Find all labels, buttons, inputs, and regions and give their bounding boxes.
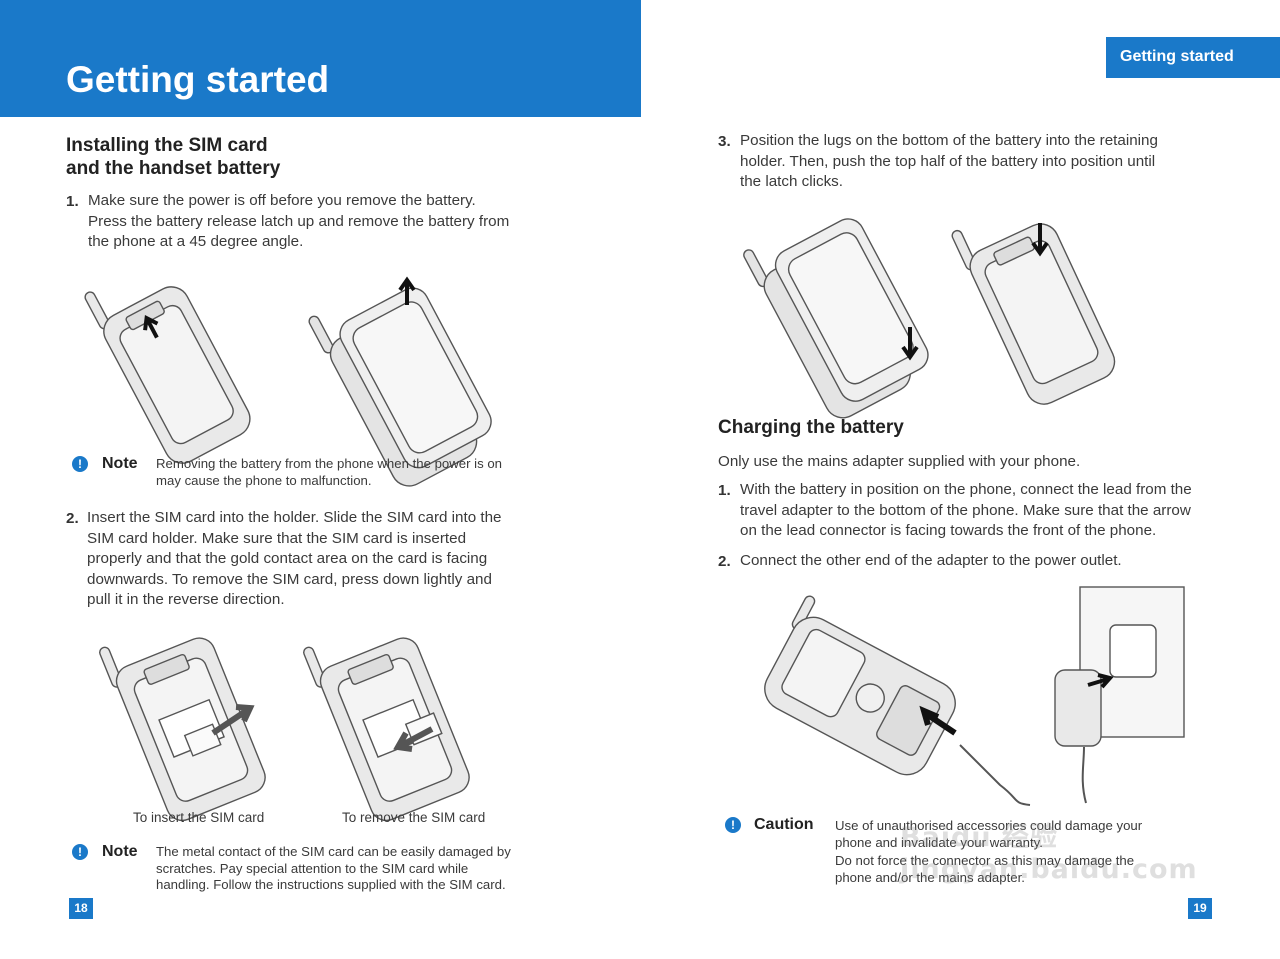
- text-line: scratches. Pay special attention to the …: [156, 860, 469, 876]
- battery-insert-illustration-2: [951, 223, 1116, 405]
- text-line: With the battery in position on the phon…: [740, 481, 1192, 498]
- step-number: 3.: [718, 133, 731, 150]
- text-line: the phone at a 45 degree angle.: [88, 233, 304, 250]
- page-number-left: 18: [69, 898, 93, 919]
- caution-text: Use of unauthorised accessories could da…: [835, 818, 1142, 886]
- note-label: Note: [102, 843, 138, 860]
- charging-intro: Only use the mains adapter supplied with…: [718, 453, 1081, 470]
- battery-insert-illustration-1: [743, 218, 929, 419]
- charging-step-1-text: With the battery in position on the phon…: [740, 480, 1192, 542]
- step-number: 1.: [718, 482, 731, 499]
- text-line: holder. Then, push the top half of the b…: [740, 152, 1156, 170]
- caution-label: Caution: [754, 816, 814, 833]
- step-3-text: Position the lugs on the bottom of the b…: [740, 131, 1158, 193]
- step-number: 2.: [718, 553, 731, 570]
- text-line: phone and/or the mains adapter.: [835, 869, 1025, 885]
- text-line: Insert the SIM card into the holder. Sli…: [87, 509, 502, 526]
- text-line: may cause the phone to malfunction.: [156, 472, 372, 488]
- text-line: phone and invalidate your warranty.: [835, 834, 1043, 850]
- text-line: properly and that the gold contact area …: [87, 550, 488, 567]
- section-heading-line-1: Installing the SIM card: [66, 135, 268, 156]
- section-heading-line-2: and the handset battery: [66, 158, 281, 179]
- caption-remove: To remove the SIM card: [342, 810, 486, 825]
- text-line: on the lead connector is facing towards …: [740, 522, 1157, 539]
- exclamation-circle-icon: !: [72, 456, 88, 472]
- text-line: handling. Follow the instructions suppli…: [156, 877, 506, 892]
- sim-insert-illustration: [99, 637, 266, 822]
- text-line: the latch clicks.: [740, 173, 843, 190]
- note-text: Removing the battery from the phone when…: [156, 456, 502, 489]
- note-text: The metal contact of the SIM card can be…: [156, 844, 511, 894]
- page-title: Getting started: [66, 59, 330, 100]
- chapter-tab: Getting started: [1106, 37, 1280, 78]
- battery-removal-illustration-2: [308, 276, 492, 487]
- text-line: travel adapter to the bottom of the phon…: [740, 501, 1191, 519]
- text-line: downwards. To remove the SIM card, press…: [87, 570, 492, 588]
- text-line: Do not force the connector as this may d…: [835, 853, 1135, 868]
- exclamation-circle-icon: !: [72, 844, 88, 860]
- step-number: 2.: [66, 510, 79, 527]
- note-label: Note: [102, 455, 138, 472]
- text-line: The metal contact of the SIM card can be…: [156, 844, 511, 859]
- exclamation-circle-icon: !: [725, 817, 741, 833]
- step-number: 1.: [66, 193, 79, 210]
- text-line: Position the lugs on the bottom of the b…: [740, 132, 1158, 149]
- text-line: SIM card holder. Make sure that the SIM …: [87, 529, 467, 547]
- charging-step-2-text: Connect the other end of the adapter to …: [740, 551, 1122, 572]
- sim-remove-illustration: [303, 637, 470, 822]
- text-line: Removing the battery from the phone when…: [156, 456, 503, 471]
- page-number-right: 19: [1188, 898, 1212, 919]
- chapter-tab-label: Getting started: [1120, 48, 1234, 65]
- text-line: Make sure the power is off before you re…: [88, 192, 476, 209]
- text-line: pull it in the reverse direction.: [87, 591, 285, 608]
- chapter-banner: Getting started: [0, 0, 641, 117]
- battery-removal-illustration-1: [84, 286, 251, 464]
- charging-heading: Charging the battery: [718, 417, 904, 438]
- step-1-text: Make sure the power is off before you re…: [88, 191, 509, 253]
- text-line: Press the battery release latch up and r…: [88, 212, 510, 230]
- text-line: Connect the other end of the adapter to …: [740, 552, 1122, 569]
- charging-illustration: [764, 586, 1185, 806]
- text-line: Use of unauthorised accessories could da…: [835, 818, 1143, 833]
- caption-insert: To insert the SIM card: [133, 810, 265, 825]
- step-2-text: Insert the SIM card into the holder. Sli…: [87, 508, 502, 611]
- section-heading: Installing the SIM card and the handset …: [66, 134, 280, 180]
- watermark: Baidu 经验 jingyan.baidu.com: [900, 822, 1198, 885]
